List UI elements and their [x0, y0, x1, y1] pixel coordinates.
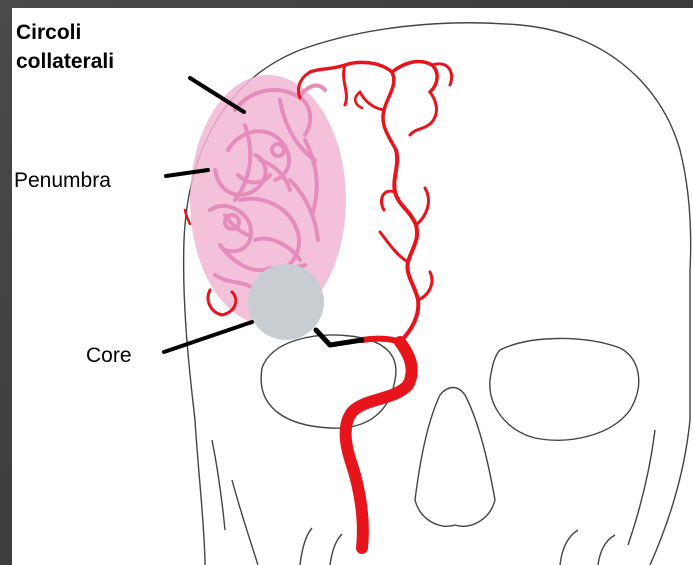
occlusion-segment: [316, 330, 362, 345]
diagram-panel: Circoli collaterali Penumbra Core: [12, 8, 693, 565]
left-skull-edge-inner: [212, 440, 225, 530]
ischemic-core: [248, 264, 324, 340]
collateral-label-line1: Circoli: [16, 20, 81, 45]
core-pointer: [164, 322, 252, 352]
right-cheek: [628, 430, 655, 545]
middle-cerebral-artery: [362, 339, 400, 342]
skull-collateral-diagram: [12, 8, 693, 565]
carotid-artery: [346, 342, 412, 548]
collateral-label-line2: collaterali: [16, 49, 114, 74]
penumbra-label: Penumbra: [14, 168, 111, 193]
left-eye-socket: [261, 335, 396, 428]
left-cheek: [232, 480, 258, 565]
core-label: Core: [86, 343, 132, 368]
upper-teeth-left: [300, 528, 342, 565]
upper-teeth-right: [560, 530, 615, 565]
nasal-cavity: [415, 388, 495, 527]
right-eye-socket: [490, 338, 639, 440]
